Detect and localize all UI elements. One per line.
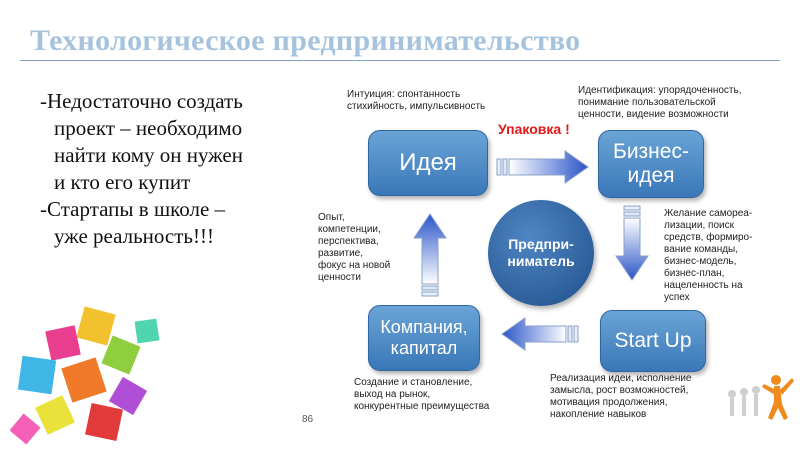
- note-line: понимание пользовательской: [578, 97, 716, 108]
- note-line: фокус на новой: [318, 260, 391, 271]
- packaging-label: Упаковка !: [498, 121, 570, 137]
- node-idea: Идея: [368, 130, 488, 196]
- cubes-illustration: [10, 306, 160, 445]
- bullet-line: -Недостаточно создать: [40, 89, 243, 113]
- bullet-line: проект – необходимо: [54, 116, 243, 140]
- note-line: компетенции,: [318, 224, 381, 235]
- node-label: идея: [627, 164, 675, 187]
- note-experience: Опыт, компетенции, перспектива, развитие…: [318, 212, 390, 284]
- arrow-up-icon: [413, 213, 447, 297]
- note-line: перспектива,: [318, 236, 379, 247]
- node-label: Компания,: [380, 317, 468, 337]
- note-line: бизнес-модель,: [664, 256, 737, 267]
- note-line: вание команды,: [664, 244, 739, 255]
- note-startup: Реализация идеи, исполнение замысла, рос…: [550, 373, 691, 421]
- node-label: ниматель: [507, 253, 575, 269]
- note-line: средств, формиро-: [664, 232, 753, 243]
- note-line: ценности: [318, 272, 361, 283]
- bullet-line: найти кому он нужен: [54, 143, 243, 167]
- node-entrepreneur: Предпри- ниматель: [488, 200, 594, 306]
- node-startup: Start Up: [600, 310, 706, 372]
- node-label: Предпри-: [508, 236, 574, 252]
- note-line: успех: [664, 292, 690, 303]
- arrow-right-icon: [496, 150, 589, 184]
- note-line: Идентификация: упорядоченность,: [578, 85, 742, 96]
- bullet-line: уже реальность!!!: [54, 224, 214, 248]
- title-divider: [20, 60, 780, 61]
- note-line: Реализация идеи, исполнение: [550, 373, 692, 384]
- node-business-idea: Бизнес- идея: [598, 130, 704, 198]
- bullet-list: -Недостаточно создать проект – необходим…: [40, 88, 243, 250]
- note-line: мотивация продолжения,: [550, 397, 668, 408]
- slide-title: Технологическое предпринимательство: [30, 24, 581, 57]
- runners-illustration: [728, 375, 794, 420]
- bullet-line: -Стартапы в школе –: [40, 197, 226, 221]
- node-label: Идея: [399, 149, 457, 176]
- note-company: Создание и становление, выход на рынок, …: [354, 377, 489, 413]
- node-company: Компания, капитал: [368, 305, 480, 371]
- note-line: Создание и становление,: [354, 377, 473, 388]
- note-line: конкурентные преимущества: [354, 401, 490, 412]
- note-line: Интуиция: спонтанность: [347, 89, 461, 100]
- note-line: Желание самореа-: [664, 208, 753, 219]
- note-line: развитие,: [318, 248, 363, 259]
- note-line: Опыт,: [318, 212, 345, 223]
- note-line: лизации, поиск: [664, 220, 734, 231]
- note-line: ценности, видение возможности: [578, 109, 729, 120]
- note-line: стихийность, импульсивность: [347, 101, 486, 112]
- bullet-item-1: -Недостаточно создать проект – необходим…: [40, 88, 243, 196]
- note-line: замысла, рост возможностей,: [550, 385, 689, 396]
- note-line: выход на рынок,: [354, 389, 431, 400]
- bullet-item-2: -Стартапы в школе – уже реальность!!!: [40, 196, 243, 250]
- page-number: 86: [302, 414, 314, 425]
- node-label: Бизнес-: [613, 140, 689, 163]
- arrow-down-icon: [615, 205, 649, 281]
- note-line: нацеленность на: [664, 280, 743, 291]
- note-idea: Интуиция: спонтанность стихийность, импу…: [347, 89, 485, 113]
- bullet-line: и кто его купит: [54, 170, 191, 194]
- note-business-idea: Идентификация: упорядоченность, понимани…: [578, 85, 742, 121]
- node-label: Start Up: [614, 329, 692, 352]
- note-startup-desire: Желание самореа- лизации, поиск средств,…: [664, 208, 752, 304]
- node-label: капитал: [390, 338, 458, 358]
- note-line: накопление навыков: [550, 409, 647, 420]
- arrow-left-icon: [501, 317, 579, 351]
- note-line: бизнес-план,: [664, 268, 725, 279]
